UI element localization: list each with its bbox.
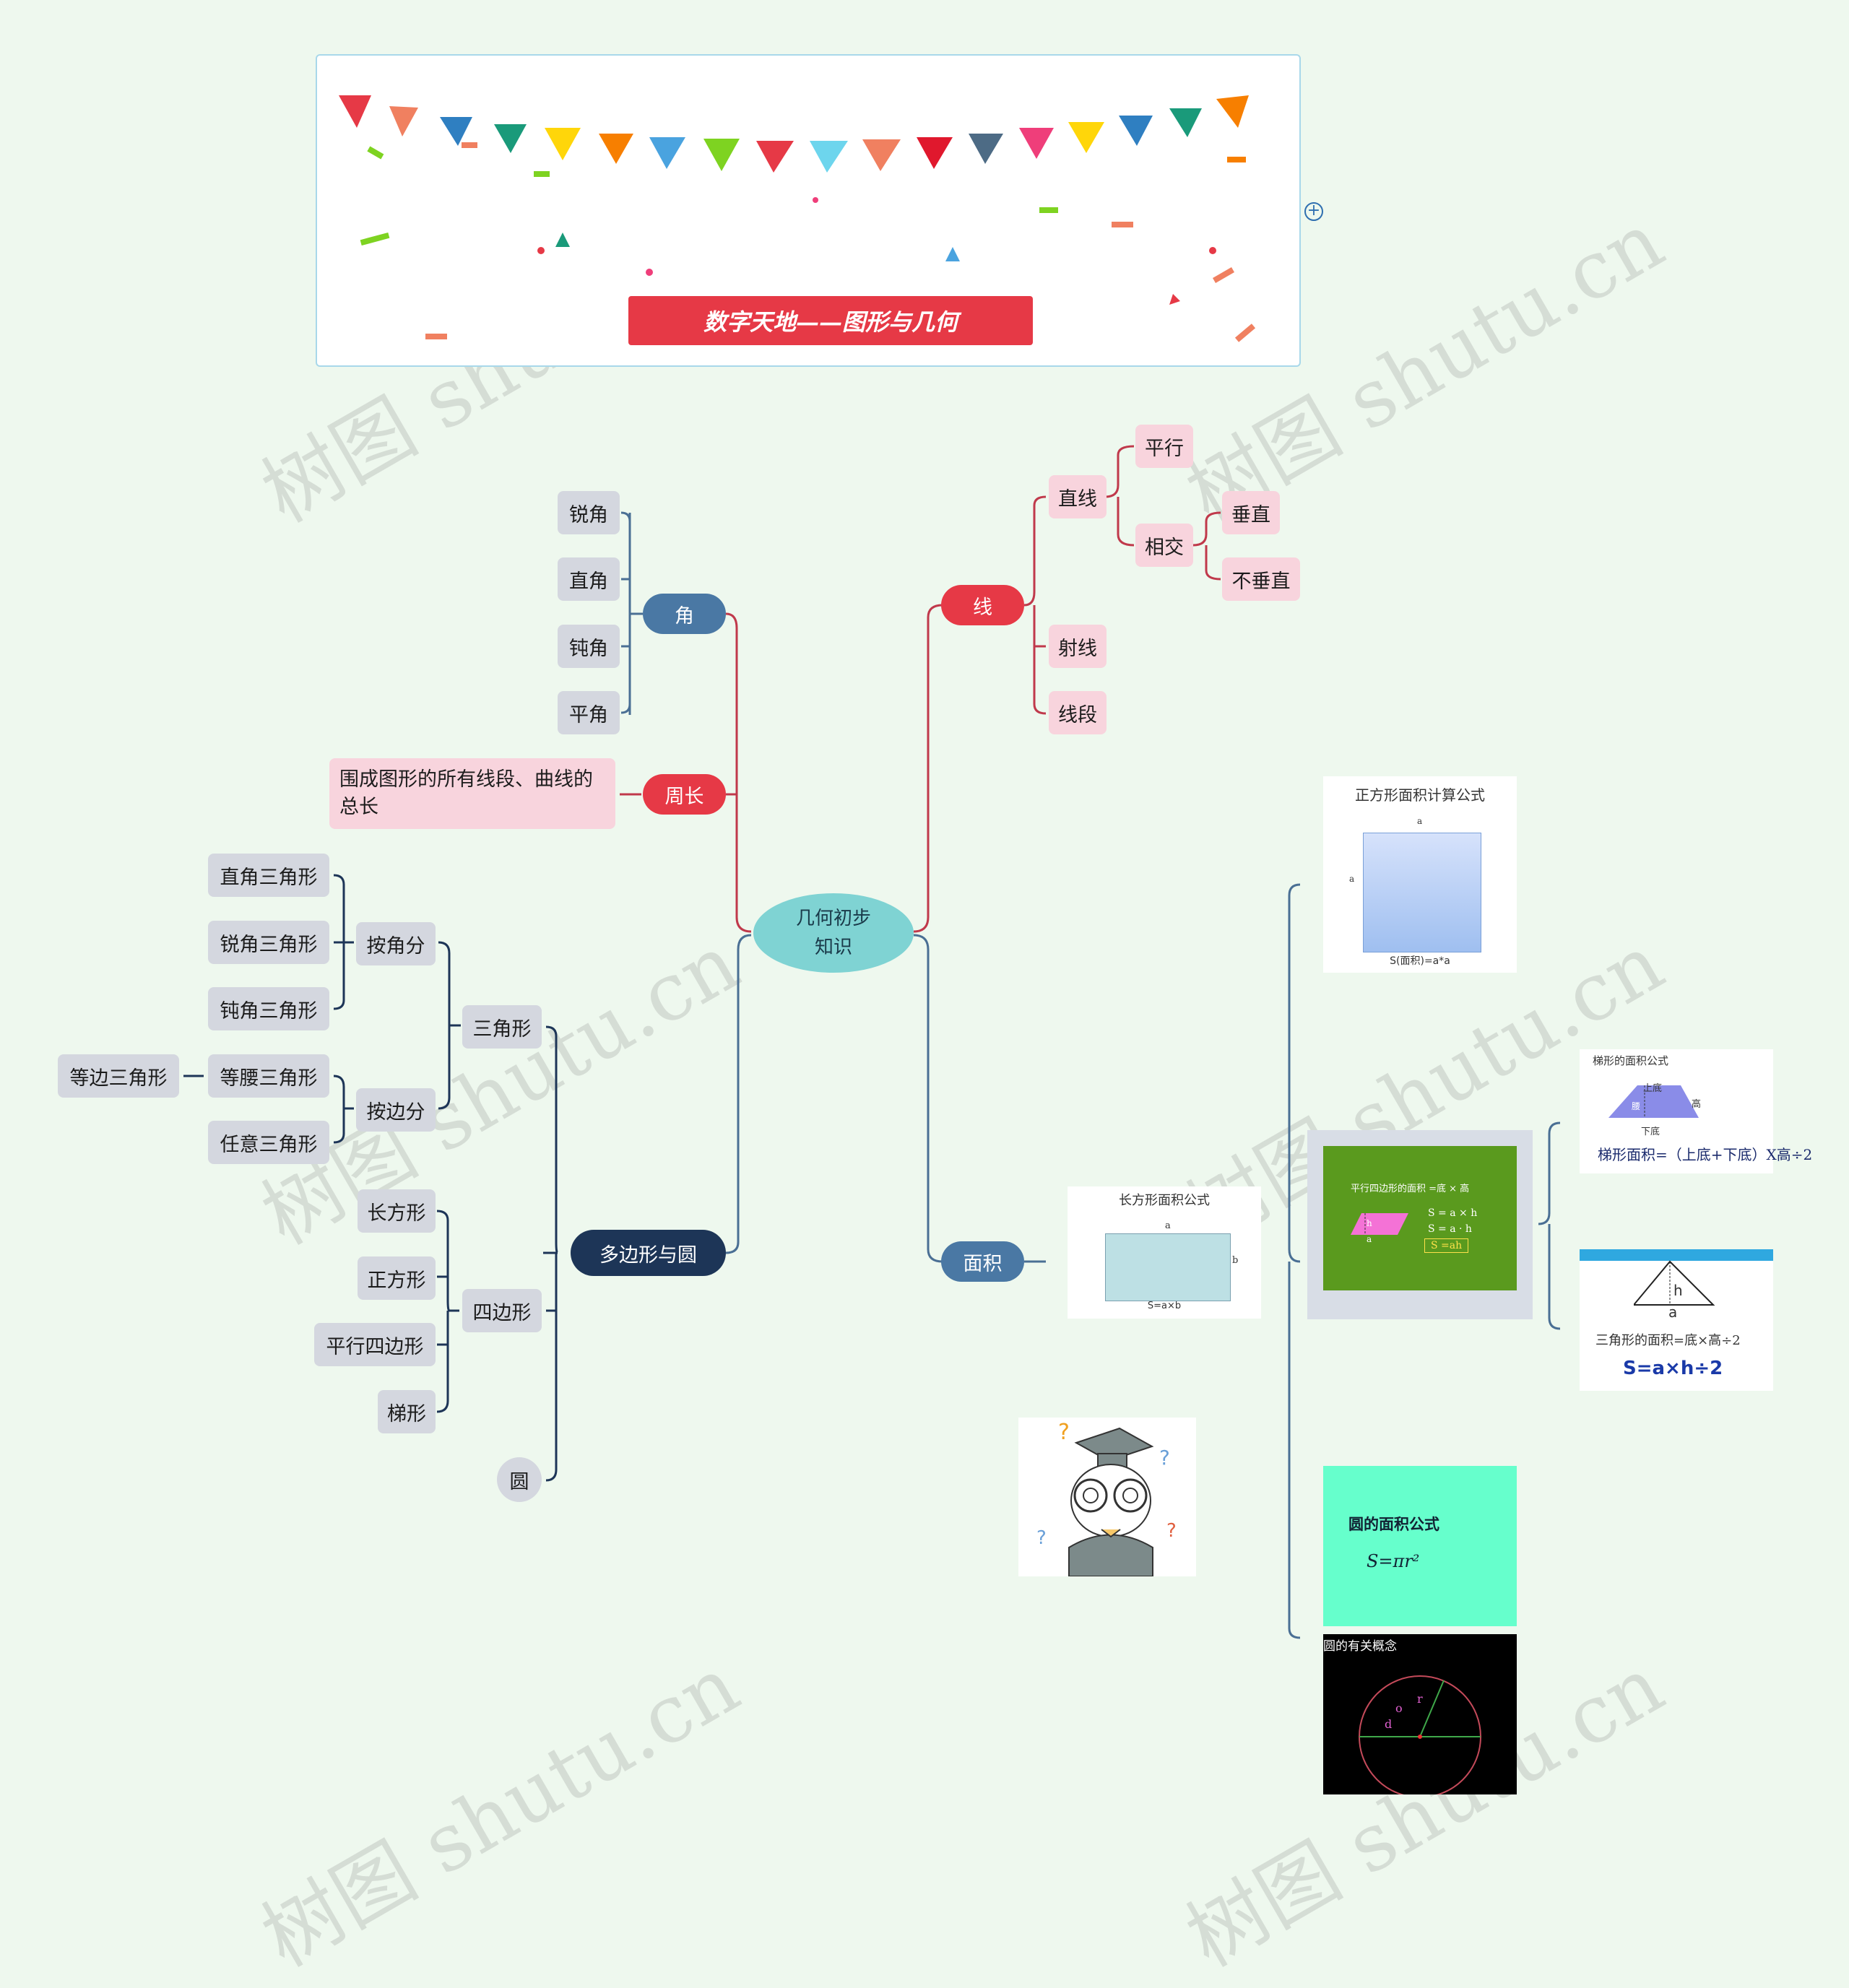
side-label: a xyxy=(1165,1220,1171,1231)
central-topic[interactable]: 几何初步知识 xyxy=(753,893,914,973)
formula: 梯形面积=（上底+下底）X高÷2 xyxy=(1598,1146,1813,1163)
perimeter-definition[interactable]: 围成图形的所有线段、曲线的总长 xyxy=(329,758,615,829)
side-label: a xyxy=(1349,874,1355,884)
formula: S=πr² xyxy=(1367,1551,1420,1571)
diameter-label: d xyxy=(1385,1717,1393,1731)
angle-acute[interactable]: 锐角 xyxy=(558,491,620,534)
svg-text:?: ? xyxy=(1166,1520,1177,1542)
trapezoid[interactable]: 梯形 xyxy=(378,1390,436,1433)
right-triangle[interactable]: 直角三角形 xyxy=(208,854,329,897)
triangle-area-card: h a 三角形的面积=底×高÷2 S=a×h÷2 xyxy=(1580,1249,1773,1391)
connector-lines xyxy=(183,445,1561,1639)
center-label: o xyxy=(1395,1701,1403,1715)
isosceles-triangle[interactable]: 等腰三角形 xyxy=(208,1054,329,1098)
base-label: a xyxy=(1367,1234,1372,1244)
card-title: 梯形的面积公式 xyxy=(1593,1054,1669,1067)
formula: S = a × h xyxy=(1428,1207,1478,1219)
banner-title: 数字天地——图形与几何 xyxy=(628,296,1033,345)
top-label: 上底 xyxy=(1643,1083,1663,1094)
height-label: h xyxy=(1673,1282,1683,1299)
not-perpendicular[interactable]: 不垂直 xyxy=(1222,557,1300,601)
by-side[interactable]: 按边分 xyxy=(356,1088,436,1132)
square-shape xyxy=(1363,833,1481,952)
equilateral-triangle[interactable]: 等边三角形 xyxy=(58,1054,179,1098)
side-label: a xyxy=(1417,816,1423,826)
rectangle-area-card: 长方形面积公式 a b S=a×b xyxy=(1068,1186,1261,1319)
area-text: 三角形的面积=底×高÷2 xyxy=(1595,1333,1741,1348)
bottom-label: 下底 xyxy=(1641,1127,1660,1137)
angle-obtuse[interactable]: 钝角 xyxy=(558,625,620,668)
straight-line[interactable]: 直线 xyxy=(1049,475,1107,518)
scalene-triangle[interactable]: 任意三角形 xyxy=(208,1121,329,1164)
chalkboard: 平行四边形的面积 =底 × 高 h a S = a × h S = a · h … xyxy=(1323,1146,1517,1290)
svg-text:?: ? xyxy=(1159,1446,1170,1470)
acute-triangle[interactable]: 锐角三角形 xyxy=(208,921,329,964)
rectangle-shape xyxy=(1105,1233,1231,1301)
square[interactable]: 正方形 xyxy=(358,1256,436,1300)
ray[interactable]: 射线 xyxy=(1049,625,1107,668)
cartoon-scholar-image: ? ? ? ? xyxy=(1018,1418,1196,1577)
circle-diagram xyxy=(1359,1675,1481,1794)
card-title: 圆的有关概念 xyxy=(1323,1639,1397,1654)
quadrilateral[interactable]: 四边形 xyxy=(462,1289,542,1332)
parallel[interactable]: 平行 xyxy=(1135,425,1193,468)
base-label: a xyxy=(1668,1303,1678,1321)
formula: S = a · h xyxy=(1428,1223,1472,1235)
card-title: 长方形面积公式 xyxy=(1119,1193,1210,1208)
formula: S=a×h÷2 xyxy=(1623,1358,1723,1379)
bunting-decoration xyxy=(339,95,1256,342)
perpendicular[interactable]: 垂直 xyxy=(1222,491,1280,534)
card-title: 平行四边形的面积 =底 × 高 xyxy=(1351,1184,1470,1194)
topic-line[interactable]: 线 xyxy=(941,585,1024,625)
circle-concept-card: 圆的有关概念 o r d xyxy=(1323,1634,1517,1794)
parallelogram-shape xyxy=(1351,1213,1408,1235)
height-label: 高 xyxy=(1692,1099,1702,1110)
card-title: 正方形面积计算公式 xyxy=(1355,786,1485,804)
topic-area[interactable]: 面积 xyxy=(941,1241,1024,1282)
circle-area-card: 圆的面积公式 S=πr² xyxy=(1323,1466,1517,1626)
radius-label: r xyxy=(1417,1692,1423,1706)
trapezoid-area-card: 梯形的面积公式 上底 腰 高 下底 梯形面积=（上底+下底）X高÷2 xyxy=(1580,1049,1812,1173)
formula: S=a×b xyxy=(1147,1301,1182,1311)
angle-straight[interactable]: 平角 xyxy=(558,691,620,734)
square-area-card: 正方形面积计算公式 a a S(面积)=a*a xyxy=(1323,776,1517,973)
svg-text:?: ? xyxy=(1036,1527,1047,1549)
waist-label: 腰 xyxy=(1632,1101,1641,1111)
scholar-illustration: ? ? ? ? xyxy=(1036,1420,1177,1577)
height-label: h xyxy=(1367,1218,1372,1228)
card-title: 圆的面积公式 xyxy=(1348,1515,1439,1533)
topic-perimeter[interactable]: 周长 xyxy=(643,774,726,815)
rectangle[interactable]: 长方形 xyxy=(358,1189,436,1233)
obtuse-triangle[interactable]: 钝角三角形 xyxy=(208,987,329,1030)
circle[interactable]: 圆 xyxy=(497,1457,542,1502)
topic-polygon-circle[interactable]: 多边形与圆 xyxy=(571,1230,726,1276)
by-angle[interactable]: 按角分 xyxy=(356,922,436,965)
triangle[interactable]: 三角形 xyxy=(462,1005,542,1049)
parallelogram-area-card: 平行四边形的面积 =底 × 高 h a S = a × h S = a · h … xyxy=(1307,1130,1533,1319)
parallelogram[interactable]: 平行四边形 xyxy=(314,1323,436,1366)
card-stripe xyxy=(1580,1249,1773,1261)
triangle-shape xyxy=(1634,1260,1715,1306)
svg-text:?: ? xyxy=(1058,1420,1070,1445)
angle-right[interactable]: 直角 xyxy=(558,557,620,601)
topic-angle[interactable]: 角 xyxy=(643,594,726,634)
segment[interactable]: 线段 xyxy=(1049,691,1107,734)
formula: S =ah xyxy=(1424,1238,1469,1253)
formula: S(面积)=a*a xyxy=(1390,955,1450,967)
intersect[interactable]: 相交 xyxy=(1135,524,1193,567)
side-label: b xyxy=(1232,1255,1239,1266)
expand-icon[interactable]: + xyxy=(1304,202,1323,221)
trapezoid-shape xyxy=(1608,1085,1699,1118)
